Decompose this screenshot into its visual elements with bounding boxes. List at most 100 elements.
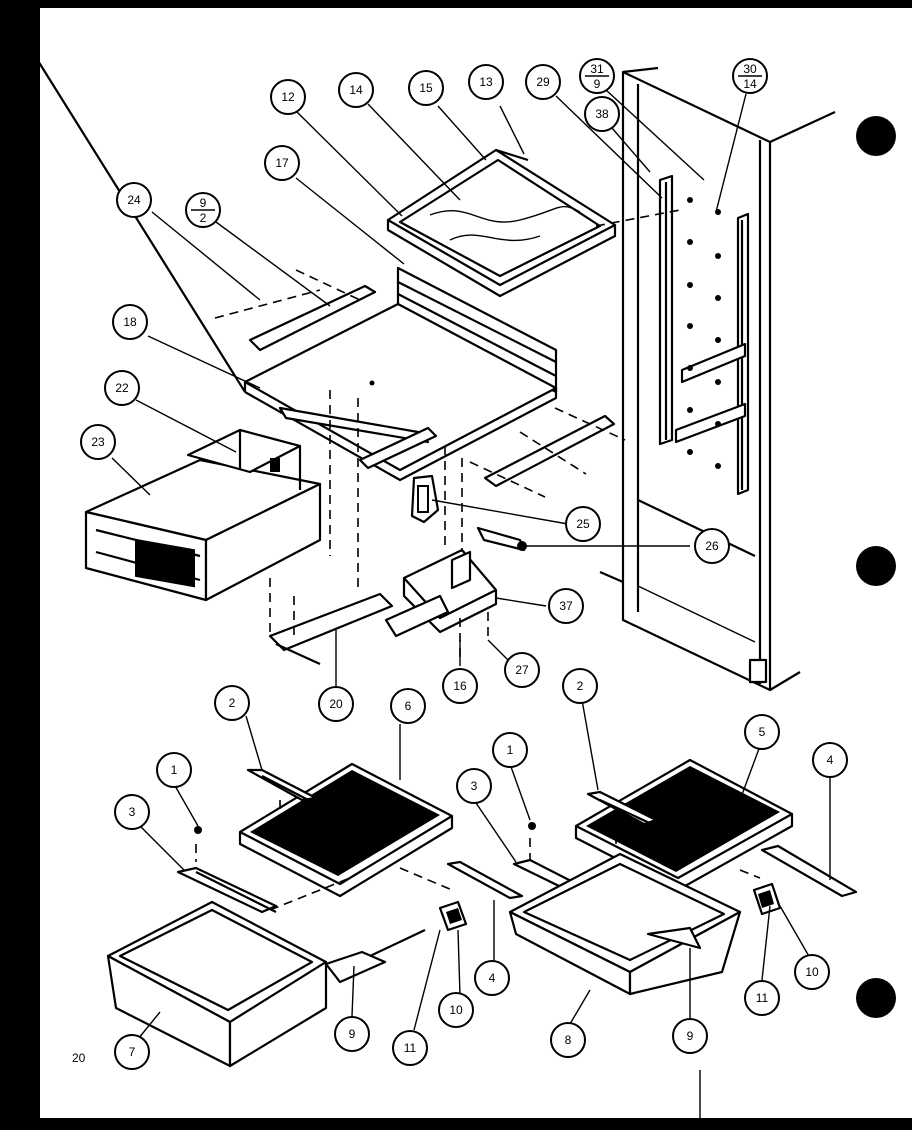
callout-circle: [550, 1022, 586, 1058]
callout-c4L: 4: [474, 960, 510, 996]
callout-c2L: 2: [214, 685, 250, 721]
callout-number: 15: [419, 81, 433, 95]
callout-circle: [744, 714, 780, 750]
callout-number: 9: [200, 196, 207, 210]
callout-number: 11: [756, 991, 769, 1005]
callout-circle: [390, 688, 426, 724]
callout-c1L: 1: [156, 752, 192, 788]
callout-number: 2: [229, 696, 236, 710]
callout-circle: [270, 79, 306, 115]
callout-circle: [744, 980, 780, 1016]
callout-c11R: 11: [744, 980, 780, 1016]
callout-number: 17: [275, 156, 289, 170]
callout-circle: [112, 304, 148, 340]
callout-number: 11: [404, 1041, 417, 1055]
callout-circle: [474, 960, 510, 996]
callout-c8: 8: [550, 1022, 586, 1058]
callout-number: 20: [329, 697, 343, 711]
callout-page-ref: 9: [594, 77, 601, 91]
meat-keeper-pan: [84, 428, 322, 602]
callout-circle: [584, 96, 620, 132]
callout-c25: 25: [565, 506, 601, 542]
leader-lines: [111, 89, 831, 1045]
callout-page-ref: 14: [743, 77, 757, 91]
callout-c26: 26: [694, 528, 730, 564]
callout-circle: [812, 742, 848, 778]
callout-c27: 27: [504, 652, 540, 688]
callout-circle: [116, 182, 152, 218]
callout-circle: [214, 685, 250, 721]
callout-number: 26: [705, 539, 719, 553]
callout-circle: [504, 652, 540, 688]
callout-c11L: 11: [392, 1030, 428, 1066]
callout-c9L: 9: [334, 1016, 370, 1052]
right-crisper-assembly: [508, 758, 858, 1118]
callout-circle: [672, 1018, 708, 1054]
callout-circle: [156, 752, 192, 788]
callout-c38: 38: [584, 96, 620, 132]
callout-circle: [562, 668, 598, 704]
callout-number: 8: [565, 1033, 572, 1047]
callout-number: 22: [115, 381, 129, 395]
callout-number: 12: [281, 90, 295, 104]
shelf-brackets: [214, 209, 681, 498]
left-crisper-assembly: [106, 762, 524, 1068]
callout-number: 10: [805, 965, 819, 979]
callout-number: 7: [129, 1045, 136, 1059]
callout-number: 9: [349, 1027, 356, 1041]
callout-c15: 15: [408, 70, 444, 106]
callout-number: 25: [576, 517, 590, 531]
callout-number: 29: [536, 75, 550, 89]
callout-number: 10: [449, 1003, 463, 1017]
middle-shelf: [0, 0, 558, 482]
callout-circle: [492, 732, 528, 768]
callout-number: 1: [507, 743, 514, 757]
callout-c14: 14: [338, 72, 374, 108]
callout-c4R: 4: [812, 742, 848, 778]
callout-c37: 37: [548, 588, 584, 624]
callout-circle: [334, 1016, 370, 1052]
callout-c13: 13: [468, 64, 504, 100]
callout-circle: [104, 370, 140, 406]
callout-circle: [80, 424, 116, 460]
damper-assembly: [268, 390, 527, 666]
callout-circle: [392, 1030, 428, 1066]
callout-circle: [114, 794, 150, 830]
callout-number: 37: [559, 599, 573, 613]
callout-c16: 16: [442, 668, 478, 704]
callout-number: 3: [129, 805, 136, 819]
callout-circle: [338, 72, 374, 108]
callout-c29: 29: [525, 64, 561, 100]
callout-number: 14: [349, 83, 363, 97]
callout-circle: [794, 954, 830, 990]
callout-c9a: 92: [185, 192, 221, 228]
callout-c12: 12: [270, 79, 306, 115]
callout-circle: [438, 992, 474, 1028]
callout-number: 9: [687, 1029, 694, 1043]
callout-circle: [318, 686, 354, 722]
callout-c3R: 3: [456, 768, 492, 804]
callout-number: 24: [127, 193, 141, 207]
page-number: 20: [72, 1051, 86, 1065]
callout-page-ref: 2: [200, 211, 207, 225]
callout-c23: 23: [80, 424, 116, 460]
callout-number: 30: [743, 62, 757, 76]
callout-c18: 18: [112, 304, 148, 340]
callout-number: 23: [91, 435, 105, 449]
callout-number: 18: [123, 315, 137, 329]
binder-hole-top: [856, 116, 896, 156]
callout-number: 31: [590, 62, 604, 76]
callout-c6: 6: [390, 688, 426, 724]
callout-number: 38: [595, 107, 609, 121]
callout-number: 13: [479, 75, 493, 89]
callout-number: 4: [489, 971, 496, 985]
callout-c1R: 1: [492, 732, 528, 768]
callout-c20: 20: [318, 686, 354, 722]
callout-c7: 7: [114, 1034, 150, 1070]
callout-circle: [565, 506, 601, 542]
binder-hole-middle: [856, 546, 896, 586]
callout-number: 3: [471, 779, 478, 793]
callout-number: 2: [577, 679, 584, 693]
